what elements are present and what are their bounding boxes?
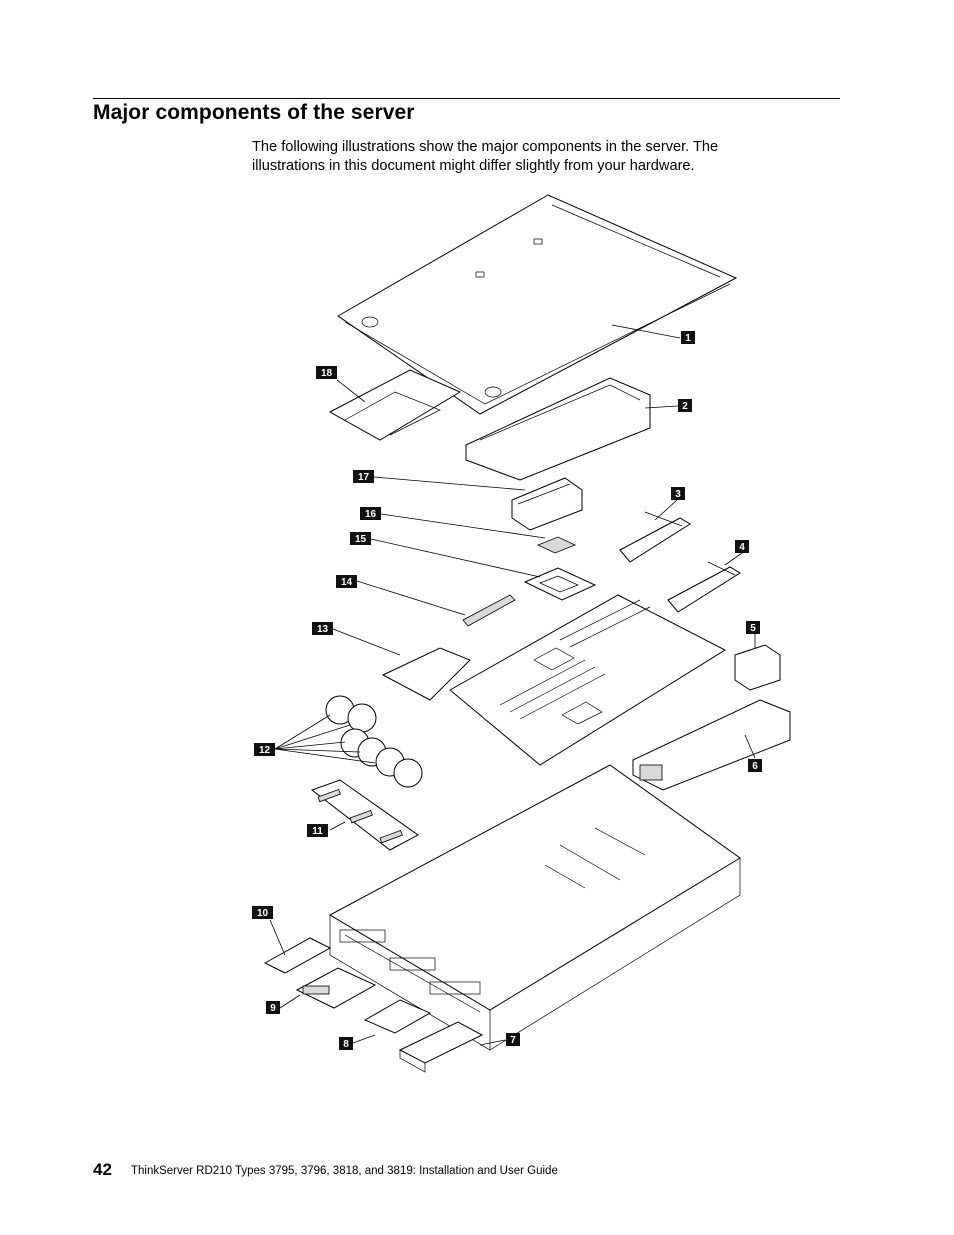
heat-sink-part <box>511 477 583 531</box>
drive-filler-part <box>263 937 332 974</box>
riser-card-part <box>667 561 741 613</box>
callout-3: 3 <box>671 487 685 500</box>
hard-disk-drive-part <box>295 967 377 1009</box>
side-bracket-part <box>381 647 471 701</box>
chassis-part <box>328 764 741 1051</box>
callout-16: 16 <box>360 507 381 520</box>
callout-9: 9 <box>266 1001 280 1014</box>
optical-drive-bracket-part <box>363 999 432 1034</box>
svg-text:1: 1 <box>685 333 691 344</box>
callout-13: 13 <box>312 622 333 635</box>
svg-text:5: 5 <box>750 623 756 634</box>
section-rule <box>93 98 840 99</box>
power-supply-cage-part <box>734 644 781 691</box>
callout-4: 4 <box>735 540 749 553</box>
callout-1: 1 <box>681 331 695 344</box>
callout-11: 11 <box>307 824 328 837</box>
callout-7: 7 <box>506 1033 520 1046</box>
system-board-part <box>449 594 727 766</box>
riser-card-part <box>619 511 691 563</box>
callout-2: 2 <box>678 399 692 412</box>
top-cover-part <box>337 194 738 415</box>
callout-14: 14 <box>336 575 357 588</box>
callout-15: 15 <box>350 532 371 545</box>
callout-10: 10 <box>252 906 273 919</box>
svg-text:8: 8 <box>343 1039 349 1050</box>
riser-bracket-part <box>328 369 462 441</box>
svg-text:15: 15 <box>355 534 367 545</box>
fan-assembly-part <box>325 695 423 788</box>
dimm-part <box>462 594 516 627</box>
svg-text:18: 18 <box>321 368 333 379</box>
svg-text:17: 17 <box>358 472 370 483</box>
svg-text:9: 9 <box>270 1003 276 1014</box>
optical-drive-part <box>398 1021 484 1073</box>
svg-text:10: 10 <box>257 908 269 919</box>
svg-text:2: 2 <box>682 401 688 412</box>
processor-part <box>536 536 577 554</box>
intro-paragraph: The following illustrations show the maj… <box>252 139 719 174</box>
callout-12: 12 <box>254 743 275 756</box>
svg-text:11: 11 <box>312 826 323 837</box>
callout-18: 18 <box>316 366 337 379</box>
retention-bracket-part <box>523 567 597 601</box>
callout-leaders <box>269 324 756 1046</box>
running-footer: ThinkServer RD210 Types 3795, 3796, 3818… <box>131 1165 558 1177</box>
page-number: 42 <box>93 1160 112 1179</box>
backplane-part <box>310 779 419 851</box>
svg-text:13: 13 <box>317 624 329 635</box>
svg-text:12: 12 <box>259 745 271 756</box>
section-title: Major components of the server <box>93 101 415 124</box>
svg-text:6: 6 <box>752 761 758 772</box>
callout-17: 17 <box>353 470 374 483</box>
svg-text:14: 14 <box>341 577 353 588</box>
air-baffle-part <box>465 377 651 481</box>
svg-text:4: 4 <box>739 542 745 553</box>
svg-text:3: 3 <box>675 489 681 500</box>
svg-text:7: 7 <box>510 1035 516 1046</box>
callout-5: 5 <box>746 621 760 634</box>
svg-text:16: 16 <box>365 509 377 520</box>
power-supply-part <box>632 699 791 791</box>
callout-6: 6 <box>748 759 762 772</box>
callout-8: 8 <box>339 1037 353 1050</box>
